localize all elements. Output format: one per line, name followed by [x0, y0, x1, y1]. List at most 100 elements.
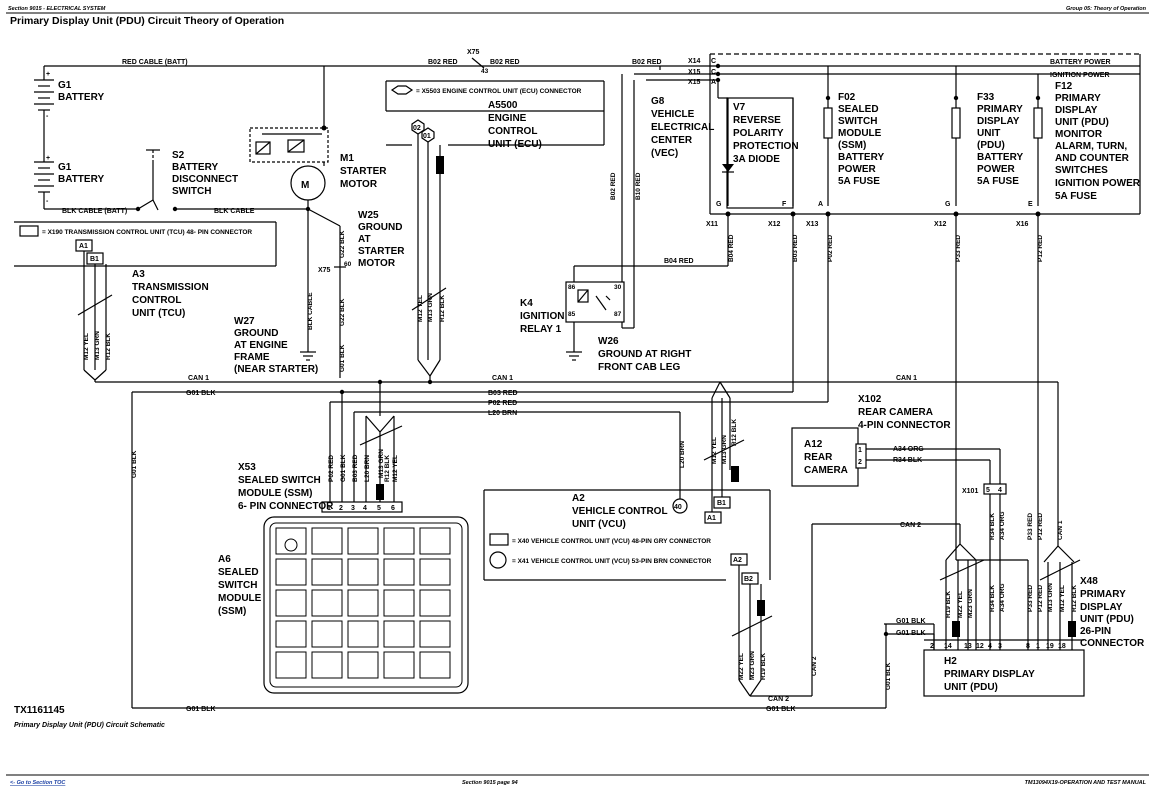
page-title: Primary Display Unit (PDU) Circuit Theor…: [10, 15, 284, 27]
svg-text:ELECTRICAL: ELECTRICAL: [651, 122, 714, 133]
svg-text:RELAY 1: RELAY 1: [520, 324, 562, 335]
ssm-key: [275, 651, 307, 679]
svg-text:AND COUNTER: AND COUNTER: [1055, 153, 1130, 164]
svg-text:M23 GRN: M23 GRN: [967, 589, 974, 618]
svg-text:-: -: [46, 198, 49, 205]
svg-text:H2: H2: [944, 656, 957, 667]
svg-text:-: -: [46, 113, 49, 120]
svg-text:A12: A12: [804, 439, 823, 450]
svg-text:G01 BLK: G01 BLK: [339, 344, 346, 372]
ssm-key: [275, 589, 307, 617]
svg-text:BLK CABLE: BLK CABLE: [307, 292, 314, 330]
svg-text:X12: X12: [934, 221, 947, 228]
ssm-key: [419, 527, 451, 555]
svg-text:L20 BRN: L20 BRN: [488, 410, 517, 417]
relay-k4: 86 30 85 87 K4 IGNITION RELAY 1: [520, 281, 625, 335]
svg-text:TRANSMISSION: TRANSMISSION: [132, 282, 209, 293]
diode-v7: V7 REVERSE POLARITY PROTECTION 3A DIODE: [717, 80, 799, 209]
svg-text:B02 RED: B02 RED: [428, 59, 458, 66]
svg-text:DISCONNECT: DISCONNECT: [172, 174, 238, 185]
header-section: Section 9015 - ELECTRICAL SYSTEM: [8, 6, 106, 12]
svg-text:UNIT: UNIT: [977, 128, 1000, 139]
svg-text:REVERSE: REVERSE: [733, 115, 781, 126]
svg-text:ENGINE: ENGINE: [488, 113, 527, 124]
svg-text:G: G: [716, 201, 722, 208]
header-group: Group 05: Theory of Operation: [1066, 6, 1147, 12]
svg-text:B04 RED: B04 RED: [664, 258, 694, 265]
svg-text:G01 BLK: G01 BLK: [896, 618, 926, 625]
svg-text:P02 RED: P02 RED: [827, 235, 834, 262]
svg-text:FRAME: FRAME: [234, 352, 270, 363]
svg-text:CAN 2: CAN 2: [768, 696, 789, 703]
svg-text:M12 YEL: M12 YEL: [711, 437, 718, 464]
ssm-key: [383, 620, 415, 648]
svg-text:4: 4: [998, 487, 1002, 494]
svg-text:R19 BLK: R19 BLK: [760, 653, 767, 680]
svg-text:CAMERA: CAMERA: [804, 465, 848, 476]
svg-text:A5500: A5500: [488, 100, 518, 111]
svg-text:R34 BLK: R34 BLK: [893, 457, 922, 464]
svg-text:M13 GRN: M13 GRN: [427, 293, 434, 322]
svg-text:POWER: POWER: [838, 164, 877, 175]
svg-text:= X5503 ENGINE CONTROL UNIT (E: = X5503 ENGINE CONTROL UNIT (ECU) CONNEC…: [416, 88, 582, 95]
svg-text:R12 BLK: R12 BLK: [1071, 585, 1078, 612]
footer-manual: TM13094X19-OPERATION AND TEST MANUAL: [1025, 780, 1147, 786]
svg-text:P12 RED: P12 RED: [1037, 235, 1044, 262]
svg-text:B1: B1: [717, 500, 726, 507]
svg-text:(PDU): (PDU): [977, 140, 1005, 151]
svg-text:19: 19: [1046, 643, 1054, 650]
svg-text:W26: W26: [598, 336, 619, 347]
svg-text:R34 BLK: R34 BLK: [989, 585, 996, 612]
svg-text:G22 BLK: G22 BLK: [339, 298, 346, 326]
ssm-key: [311, 651, 343, 679]
svg-text:87: 87: [614, 311, 622, 318]
rear-camera-a12: A12 REAR CAMERA 1 2: [791, 427, 867, 487]
switch-s2: S2 BATTERY DISCONNECT SWITCH: [135, 149, 238, 212]
svg-text:R12 BLK: R12 BLK: [439, 295, 446, 322]
svg-text:M13 GRN: M13 GRN: [1047, 583, 1054, 612]
svg-text:1: 1: [858, 447, 862, 454]
svg-text:40: 40: [674, 504, 682, 511]
svg-text:REAR: REAR: [804, 452, 833, 463]
svg-text:CAN 2: CAN 2: [900, 522, 921, 529]
svg-text:P02 RED: P02 RED: [328, 455, 335, 482]
svg-text:4: 4: [988, 643, 992, 650]
svg-text:DISPLAY: DISPLAY: [977, 116, 1020, 127]
svg-text:W25: W25: [358, 210, 379, 221]
toc-link[interactable]: <- Go to Section TOC: [10, 780, 66, 786]
svg-text:86: 86: [568, 284, 576, 291]
svg-text:C: C: [711, 69, 716, 76]
battery-g1-bottom: + - G1 BATTERY: [34, 140, 138, 210]
svg-text:SWITCH: SWITCH: [838, 116, 877, 127]
ssm-key: [347, 527, 379, 555]
ssm-key: [275, 558, 307, 586]
ssm-key: [347, 558, 379, 586]
svg-text:A34 ORG: A34 ORG: [893, 446, 924, 453]
svg-text:BATTERY POWER: BATTERY POWER: [1050, 59, 1111, 66]
svg-text:X16: X16: [1016, 221, 1029, 228]
svg-text:01: 01: [423, 133, 431, 140]
svg-text:G: G: [945, 201, 951, 208]
svg-text:CAN 1: CAN 1: [1057, 520, 1064, 540]
svg-text:G01 BLK: G01 BLK: [340, 454, 347, 482]
ssm-key: [311, 620, 343, 648]
svg-text:AT ENGINE: AT ENGINE: [234, 340, 288, 351]
svg-text:M12 YEL: M12 YEL: [417, 295, 424, 322]
svg-text:G8: G8: [651, 96, 665, 107]
svg-text:SEALED: SEALED: [218, 567, 259, 578]
svg-text:GROUND: GROUND: [234, 328, 278, 339]
svg-text:X48: X48: [1080, 576, 1098, 587]
ssm-key: [311, 589, 343, 617]
svg-text:R12 BLK: R12 BLK: [731, 419, 738, 446]
svg-text:E: E: [1028, 201, 1033, 208]
svg-text:= X41 VEHICLE CONTROL UNIT (VC: = X41 VEHICLE CONTROL UNIT (VCU) 53-PIN …: [512, 558, 712, 565]
svg-text:DISPLAY: DISPLAY: [1055, 105, 1098, 116]
svg-text:A6: A6: [218, 554, 231, 565]
svg-text:PRIMARY: PRIMARY: [1055, 93, 1101, 104]
wire-blk-cable: BLK CABLE: [214, 208, 255, 215]
svg-text:IGNITION: IGNITION: [520, 311, 564, 322]
svg-text:5: 5: [377, 505, 381, 512]
ssm-key: [383, 558, 415, 586]
svg-text:14: 14: [944, 643, 952, 650]
